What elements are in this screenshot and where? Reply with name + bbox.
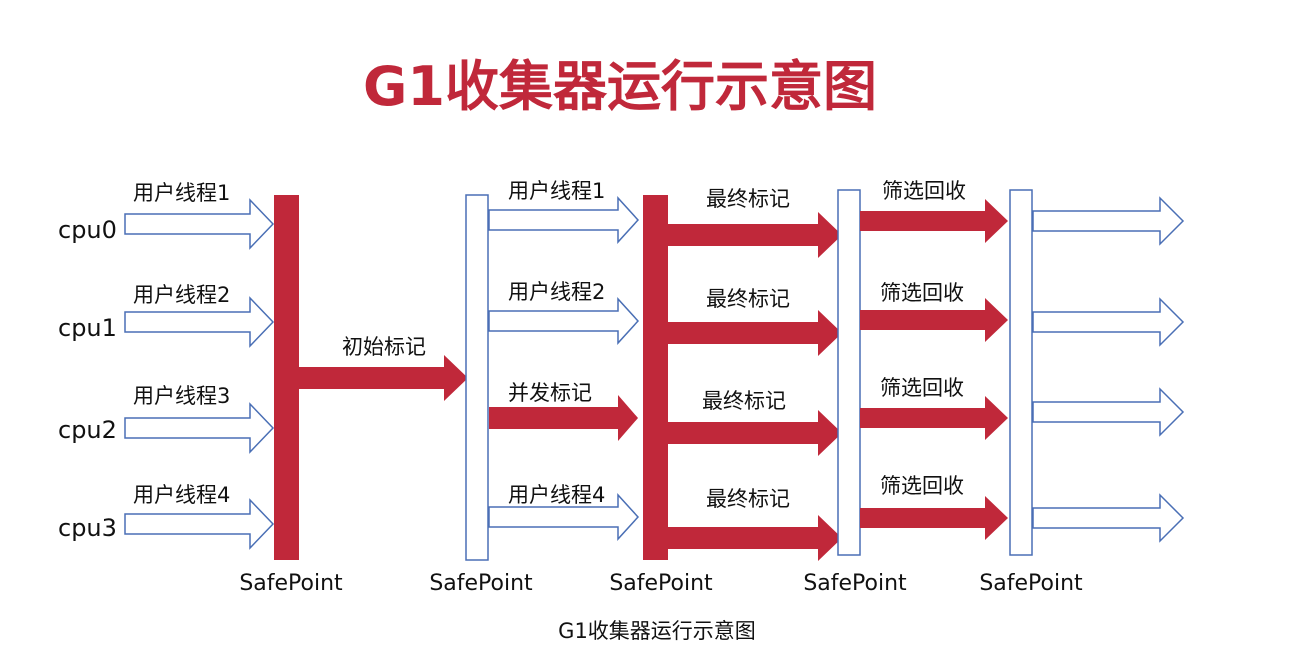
evacuation-label-1: 筛选回收 (882, 179, 966, 203)
user-thread-label-2: 用户线程2 (133, 283, 230, 307)
user-thread-label-3: 用户线程3 (133, 384, 230, 408)
safepoint-label-5: SafePoint (979, 571, 1083, 596)
safepoint-label-4: SafePoint (803, 571, 907, 596)
final-mark-arrow-1 (668, 212, 842, 258)
user-thread-arrow-cpu2 (124, 402, 275, 454)
final-mark-label-2: 最终标记 (706, 287, 790, 311)
cpu-label-2: cpu2 (58, 416, 117, 444)
initial-mark-label: 初始标记 (342, 335, 426, 359)
evacuation-label-3: 筛选回收 (880, 376, 964, 400)
user-thread-label-4: 用户线程4 (133, 483, 230, 507)
safepoint-bar-1 (274, 195, 299, 560)
phase3-label-2: 用户线程2 (508, 280, 605, 304)
evacuation-label-4: 筛选回收 (880, 474, 964, 498)
evacuation-arrow-3 (860, 396, 1008, 440)
diagram-caption: G1收集器运行示意图 (558, 619, 756, 643)
safepoint-label-2: SafePoint (429, 571, 533, 596)
safepoint-label-1: SafePoint (239, 571, 343, 596)
concurrent-mark-arrow (489, 395, 638, 441)
final-mark-label-4: 最终标记 (706, 487, 790, 511)
final-mark-arrow-2 (668, 310, 842, 356)
safepoint-label-3: SafePoint (609, 571, 713, 596)
cpu-label-1: cpu1 (58, 314, 117, 342)
phase3-label-3: 并发标记 (508, 381, 592, 405)
initial-mark-arrow (299, 355, 468, 401)
phase3-label-4: 用户线程4 (508, 483, 605, 507)
evacuation-label-2: 筛选回收 (880, 281, 964, 305)
evacuation-arrow-1 (860, 199, 1008, 243)
evacuation-arrow-4 (860, 496, 1008, 540)
phase3-user-thread-arrow-1 (488, 196, 640, 244)
final-mark-label-3: 最终标记 (702, 389, 786, 413)
cpu-label-3: cpu3 (58, 514, 117, 542)
safepoint-bar-3 (643, 195, 668, 560)
resume-arrow-1 (1032, 196, 1185, 246)
final-mark-arrow-4 (668, 515, 842, 561)
final-mark-arrow-3 (668, 410, 842, 456)
safepoint-bar-4 (837, 189, 861, 556)
user-thread-arrow-cpu3 (124, 498, 275, 550)
resume-arrow-4 (1032, 493, 1185, 543)
user-thread-arrow-cpu0 (124, 198, 275, 250)
final-mark-label-1: 最终标记 (706, 187, 790, 211)
resume-arrow-2 (1032, 297, 1185, 347)
diagram-title: G1收集器运行示意图 (363, 55, 877, 118)
phase3-user-thread-arrow-4 (488, 493, 640, 541)
safepoint-bar-5 (1009, 189, 1033, 556)
user-thread-label-1: 用户线程1 (133, 181, 230, 205)
evacuation-arrow-2 (860, 298, 1008, 342)
resume-arrow-3 (1032, 387, 1185, 437)
user-thread-arrow-cpu1 (124, 296, 275, 348)
phase3-user-thread-arrow-2 (488, 297, 640, 345)
phase3-label-1: 用户线程1 (508, 179, 605, 203)
cpu-label-0: cpu0 (58, 216, 117, 244)
safepoint-bar-2 (465, 194, 489, 561)
